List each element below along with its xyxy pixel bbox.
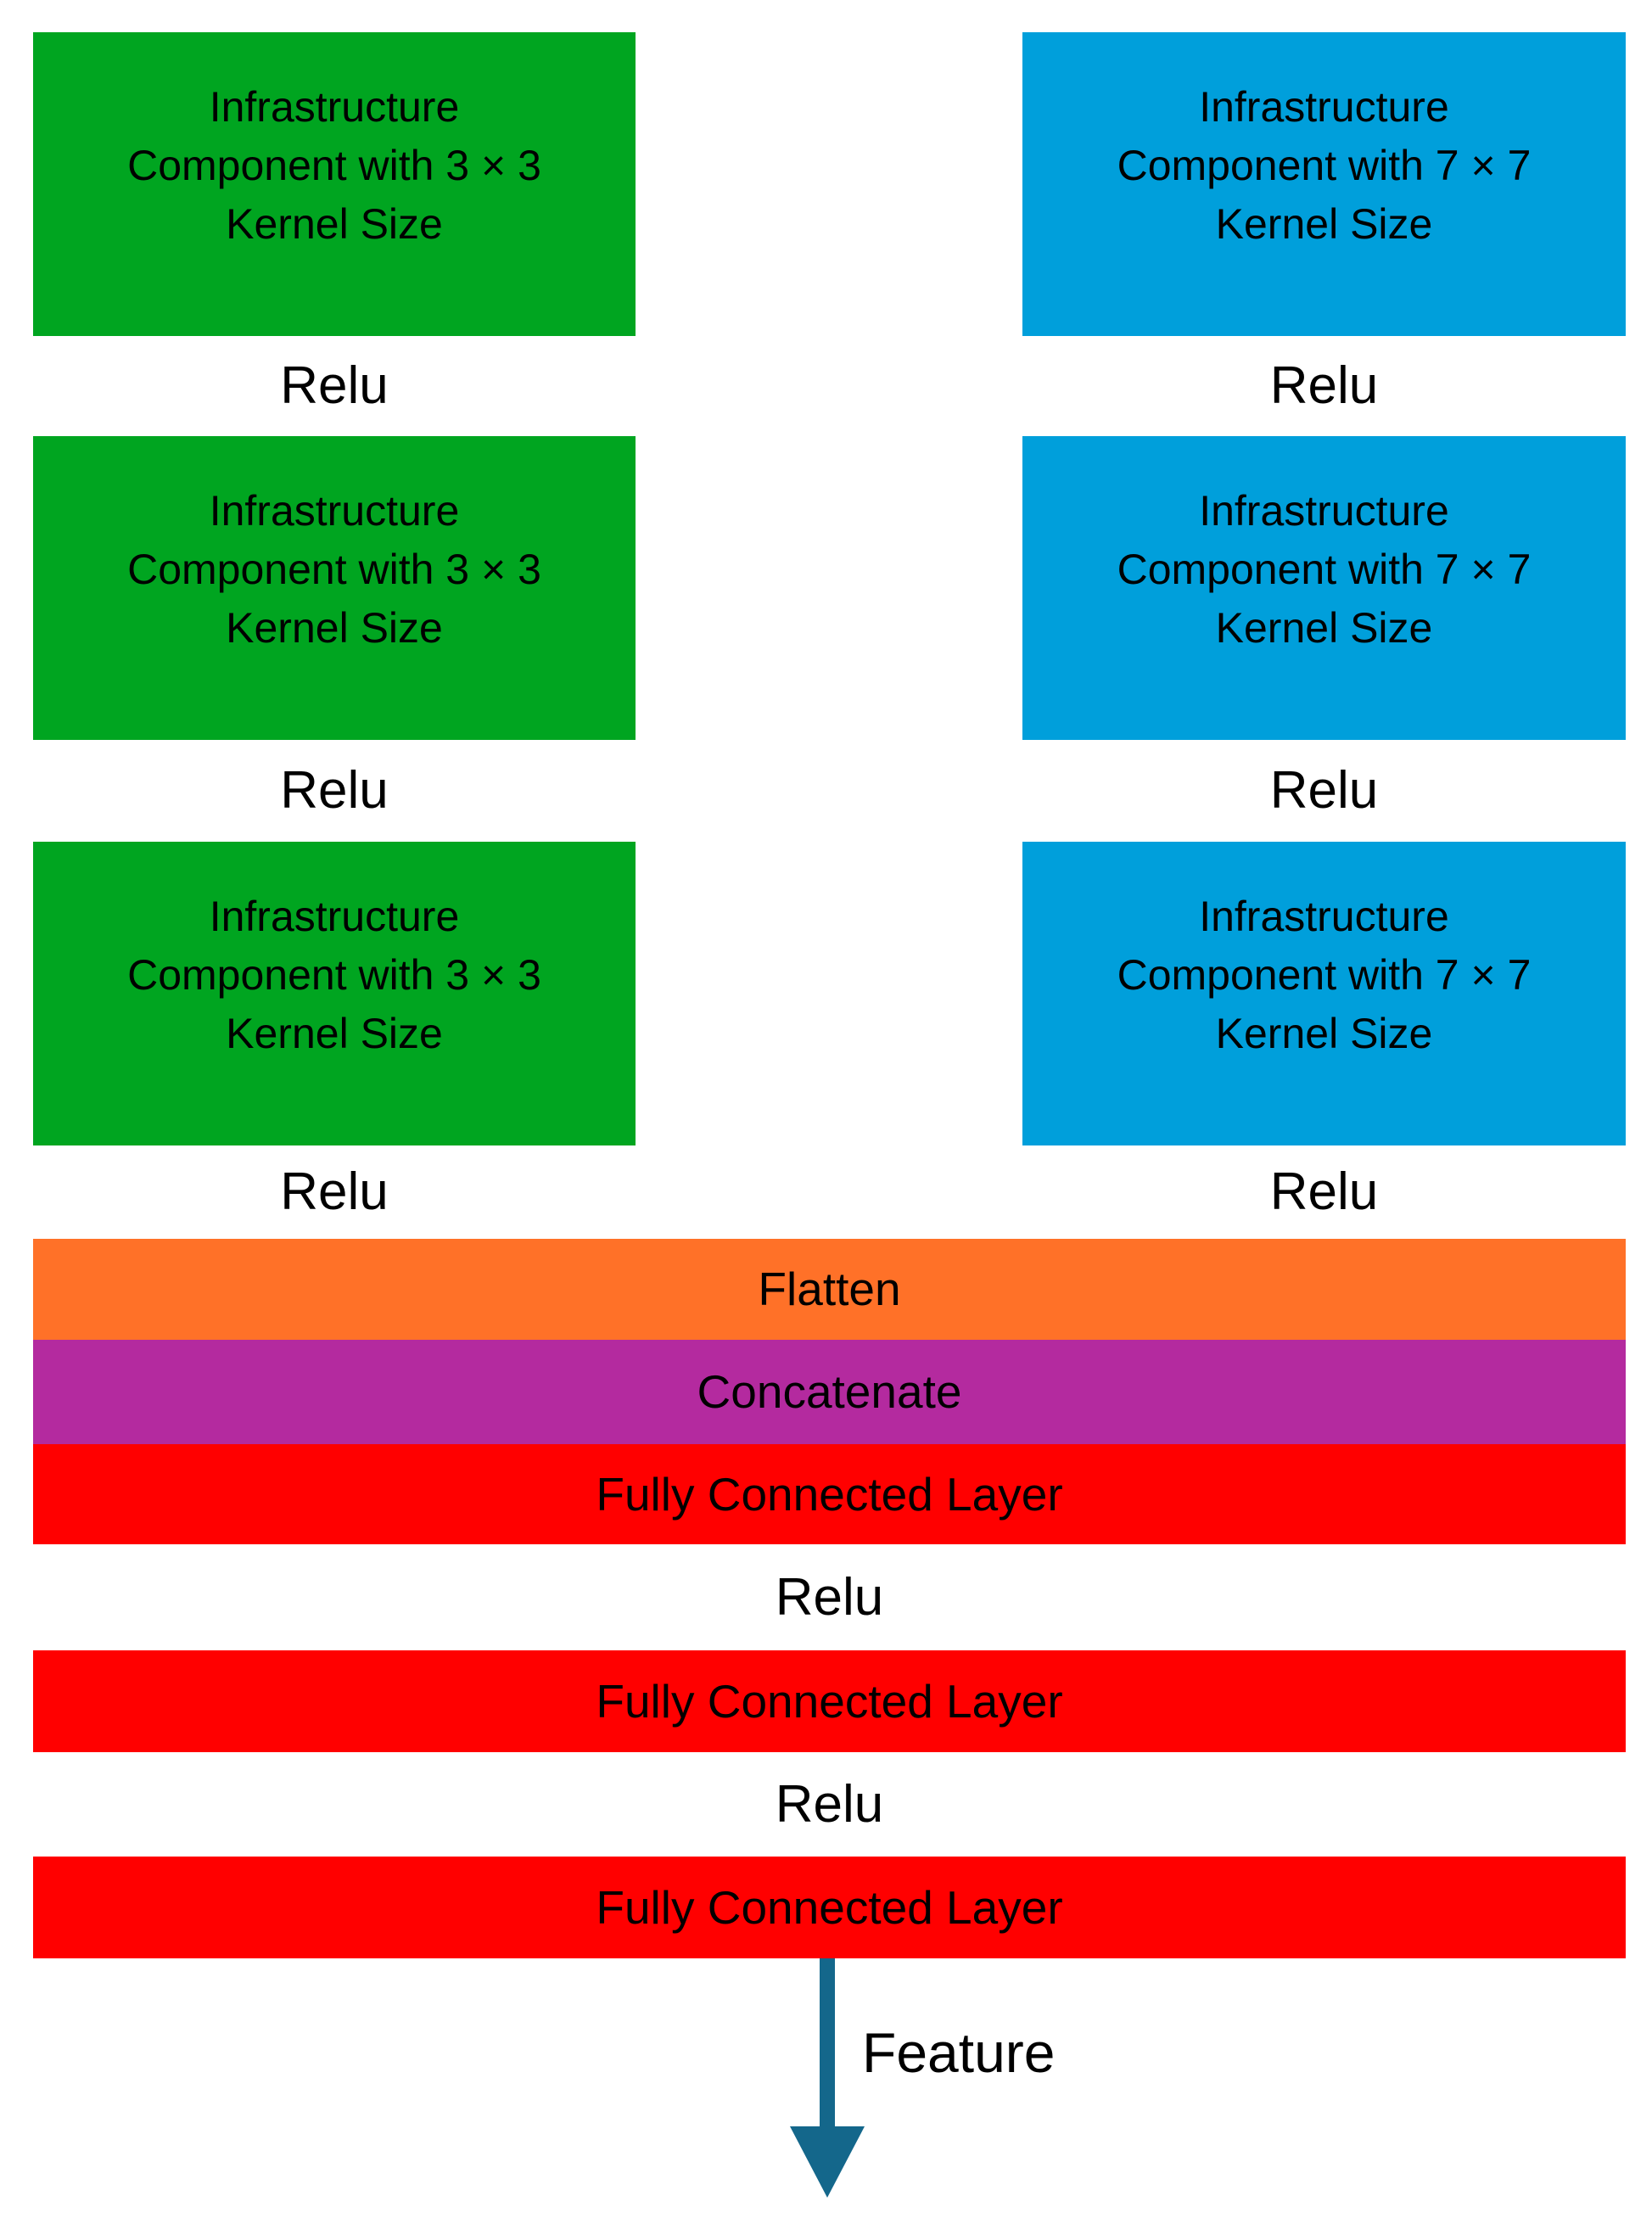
relu-label: Relu <box>280 1162 389 1221</box>
flatten-bar: Flatten <box>33 1239 1626 1340</box>
relu-label: Relu <box>1269 761 1379 820</box>
fully-connected-bar-1: Fully Connected Layer <box>33 1444 1626 1544</box>
conv-box-7x7-1: Infrastructure Component with 7 × 7 Kern… <box>1022 32 1626 336</box>
conv-box-3x3-2: Infrastructure Component with 3 × 3 Kern… <box>33 436 636 740</box>
relu-label: Relu <box>1269 356 1379 415</box>
fully-connected-bar-3: Fully Connected Layer <box>33 1857 1626 1958</box>
down-arrow-icon <box>790 2126 865 2198</box>
relu-label: Relu <box>280 356 389 415</box>
concatenate-bar: Concatenate <box>33 1340 1626 1444</box>
conv-box-3x3-1: Infrastructure Component with 3 × 3 Kern… <box>33 32 636 336</box>
relu-label: Relu <box>775 1567 884 1627</box>
down-arrow-shaft <box>820 1958 835 2130</box>
relu-label: Relu <box>1269 1162 1379 1221</box>
fully-connected-bar-2: Fully Connected Layer <box>33 1650 1626 1752</box>
conv-box-7x7-2: Infrastructure Component with 7 × 7 Kern… <box>1022 436 1626 740</box>
relu-label: Relu <box>775 1774 884 1834</box>
relu-label: Relu <box>280 761 389 820</box>
conv-box-7x7-3: Infrastructure Component with 7 × 7 Kern… <box>1022 842 1626 1145</box>
feature-label: Feature <box>862 2021 1056 2084</box>
conv-box-3x3-3: Infrastructure Component with 3 × 3 Kern… <box>33 842 636 1145</box>
